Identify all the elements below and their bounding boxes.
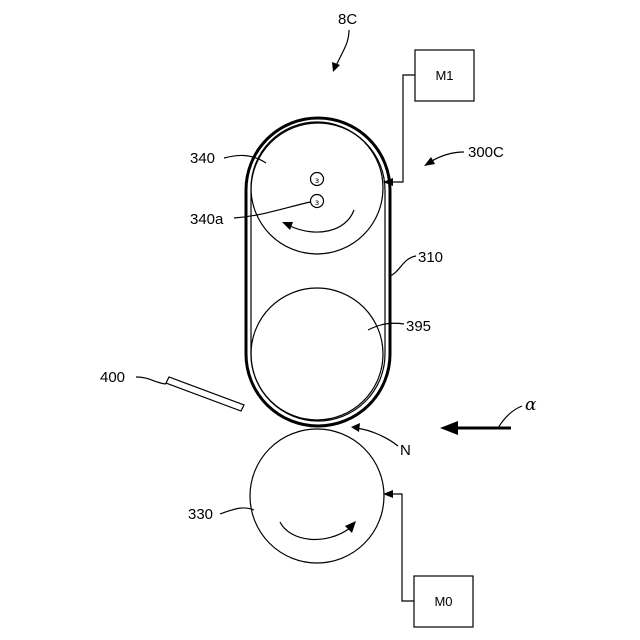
guide-label: 400 [100,369,125,386]
unit-arrowhead [424,157,435,166]
nip-leader [356,428,398,446]
motor-m1-label: M1 [435,68,453,83]
figure-label-arrowhead [332,62,340,72]
shaft-label: 340a [190,211,224,228]
figure-label: 8C [338,11,357,28]
upper-rotation-arrowhead [282,222,293,230]
belt-label: 310 [418,249,443,266]
shaft-glyph-upper: з [315,176,319,185]
belt-inner [251,123,385,421]
belt-outer [246,118,390,426]
belt-leader [390,256,416,276]
direction-arrowhead [440,421,458,435]
motor-m0-line [392,494,414,601]
figure-label-leader [336,30,349,66]
roller-mid-leader [368,323,404,330]
direction-label: α [525,395,537,415]
nip-label: N [400,442,411,459]
guide-plate-400 [166,377,244,411]
motor-m0-label: M0 [434,594,452,609]
lower-roller-330 [250,429,384,563]
roller-mid-label: 395 [406,318,431,335]
unit-label: 300C [468,144,504,161]
roller-bottom-leader [220,508,254,514]
middle-roller-395 [251,288,383,420]
motor-m1-line [392,75,415,182]
roller-top-label: 340 [190,150,215,167]
guide-leader [136,377,166,384]
lower-rotation-arrowhead [345,521,356,533]
upper-rotation-arc [290,210,354,232]
nip-arrowhead [351,423,360,432]
lower-rotation-arc [280,522,350,539]
direction-leader [498,406,522,428]
shaft-glyph-lower: з [315,198,319,207]
roller-bottom-label: 330 [188,506,213,523]
unit-leader [430,152,464,162]
